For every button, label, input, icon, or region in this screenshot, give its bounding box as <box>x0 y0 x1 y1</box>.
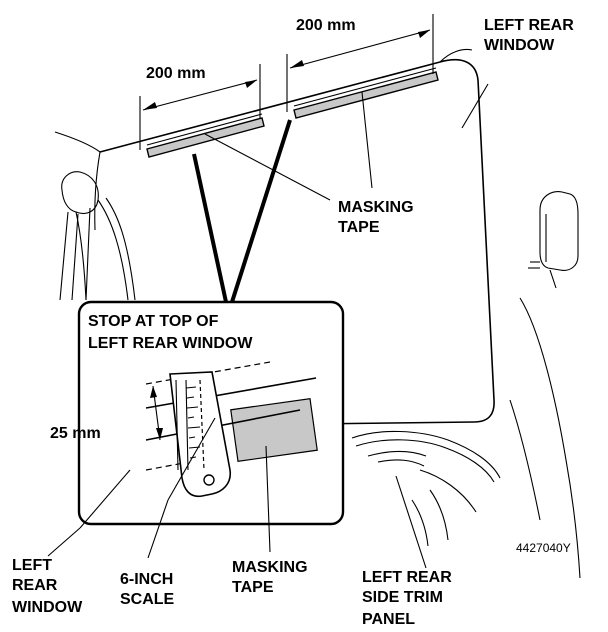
window-left-edge <box>94 151 101 231</box>
inset-detail <box>77 300 345 553</box>
seat-outline <box>59 171 136 301</box>
dim-25mm-label: 25 mm <box>50 425 101 442</box>
side-trim-panel-label: LEFT REAR SIDE TRIM PANEL <box>362 569 456 628</box>
scale-leader <box>167 417 216 501</box>
inset-tape-leader <box>265 445 271 553</box>
figure-code: 4427040Y <box>516 541 571 555</box>
roof-line-left <box>54 131 101 153</box>
inset-title: STOP AT TOP OF LEFT REAR WINDOW <box>88 313 253 352</box>
callout-wedge <box>192 119 292 303</box>
dimension-200mm-left <box>139 64 261 150</box>
pillar-inner-line <box>509 399 541 521</box>
left-rear-window-label-bottom: LEFT REAR WINDOW <box>12 557 83 616</box>
masking-tape-right-strip <box>293 71 439 119</box>
inset-masking-tape <box>230 398 318 462</box>
tape-right-edge-line <box>293 67 437 107</box>
inset-window-lower-edge <box>145 409 301 441</box>
six-inch-scale-label: 6-INCH SCALE <box>120 571 178 608</box>
tape-left-edge-line <box>146 113 263 146</box>
left-rear-window-label-top: LEFT REAR WINDOW <box>484 17 578 54</box>
mirror-outline <box>528 191 579 289</box>
vehicle-outline <box>54 48 581 579</box>
window-label-leader <box>47 527 81 557</box>
masking-tape-label-top: MASKING TAPE <box>338 199 418 236</box>
dimension-25mm <box>150 385 163 441</box>
dim-200mm-right-label: 200 mm <box>296 17 356 34</box>
trim-panel-leader <box>395 475 427 569</box>
window-frame <box>99 58 495 425</box>
dimension-200mm-right <box>286 14 434 112</box>
side-trim-panel-outline <box>351 430 501 547</box>
scale-label-leader <box>147 499 169 559</box>
six-inch-scale <box>169 371 232 498</box>
masking-tape-label-bottom: MASKING TAPE <box>232 559 312 596</box>
roof-line-top-right <box>439 48 473 63</box>
rear-pillar <box>519 297 581 579</box>
masking-tape-leaders <box>204 83 489 201</box>
masking-tape-left-strip <box>146 117 265 158</box>
dim-200mm-left-label: 200 mm <box>146 65 206 82</box>
masking-tape-strips <box>146 67 439 158</box>
inset-window-leader <box>79 469 131 529</box>
